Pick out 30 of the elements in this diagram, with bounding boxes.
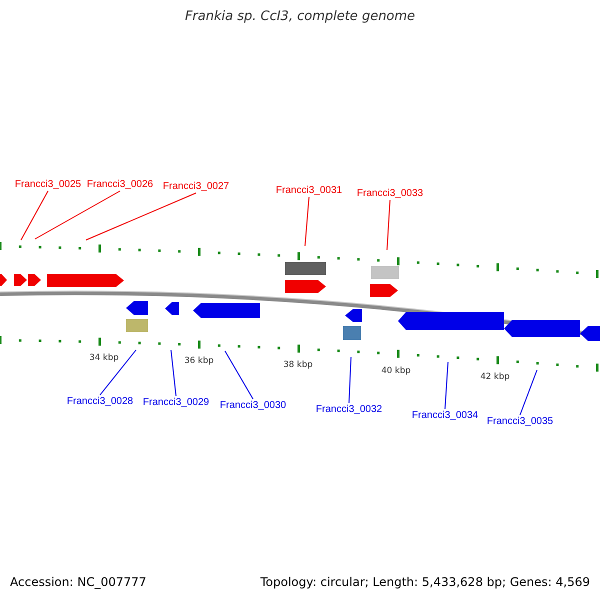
gene-label: Francci3_0031 <box>276 184 342 197</box>
gene-label: Francci3_0034 <box>412 409 478 422</box>
gene-label: Francci3_0025 <box>14 178 82 191</box>
leader-line <box>348 356 352 404</box>
scale-label: 38 kbp <box>283 359 313 372</box>
leader-line <box>444 362 448 410</box>
scale-label: 40 kbp <box>381 365 411 378</box>
leader-line <box>34 190 120 240</box>
gene-label: Francci3_0030 <box>220 399 286 412</box>
gene-label: Francci3_0033 <box>356 187 424 200</box>
genome-info: Accession: NC_007777 <box>10 576 146 589</box>
gene-label: Francci3_0032 <box>316 403 382 416</box>
genome-info: Topology: circular; Length: 5,433,628 bp; Genes: 4,569 <box>260 576 590 589</box>
leader-line <box>170 350 176 396</box>
scale-label: 36 kbp <box>184 355 214 368</box>
gene-label: Francci3_0035 <box>486 415 554 428</box>
leader-line <box>86 192 196 240</box>
gene-label: Francci3_0029 <box>142 396 210 409</box>
leader-line <box>304 196 310 246</box>
gene-label: Francci3_0026 <box>86 178 154 191</box>
leader-line <box>100 350 136 396</box>
scale-label: 34 kbp <box>89 352 119 365</box>
scale-label: 42 kbp <box>480 371 510 384</box>
gene-label: Francci3_0028 <box>66 395 134 408</box>
leader-line <box>224 350 254 400</box>
title: Frankia sp. CcI3, complete genome <box>184 10 416 23</box>
leader-line <box>386 200 390 250</box>
leader-line <box>520 370 538 416</box>
gene-label: Francci3_0027 <box>162 180 230 193</box>
leader-line <box>20 190 48 240</box>
